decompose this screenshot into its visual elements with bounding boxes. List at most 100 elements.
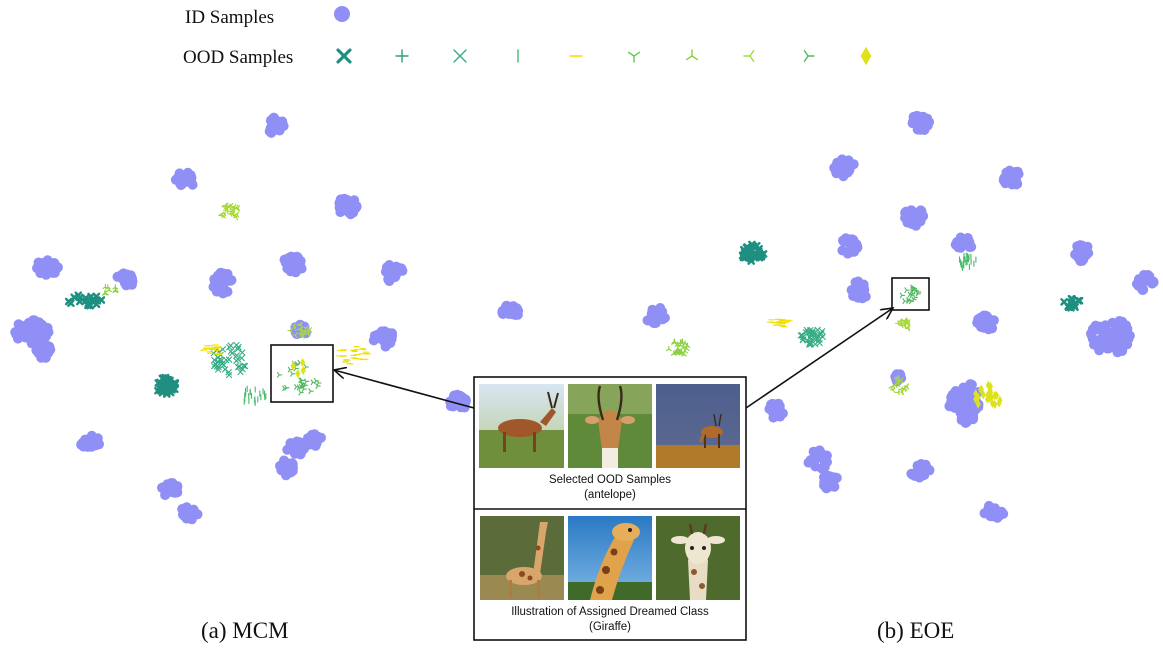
tri-up-icon xyxy=(674,341,681,347)
x-icon xyxy=(810,330,818,337)
x-icon xyxy=(221,366,229,373)
tri-up-icon xyxy=(685,49,699,61)
legend: ID Samples OOD Samples xyxy=(183,6,872,68)
id-cluster xyxy=(282,436,310,460)
caption-eoe: (b) EOE xyxy=(877,618,954,643)
inset-bottom-caption-line1: Illustration of Assigned Dreamed Class xyxy=(511,606,709,618)
ood-cluster xyxy=(665,338,691,357)
x-icon xyxy=(229,350,236,357)
x-icon xyxy=(215,366,222,373)
id-cluster xyxy=(900,205,929,231)
id-cluster xyxy=(368,326,398,352)
antelope-sunset-image xyxy=(656,384,740,468)
tri-right-icon xyxy=(803,49,815,63)
ood-cluster xyxy=(336,346,371,365)
id-cluster xyxy=(157,478,183,501)
zoom-box-eoe xyxy=(891,277,930,311)
tri-left-icon xyxy=(303,324,310,331)
tri-left-icon xyxy=(890,383,896,390)
x-icon xyxy=(812,341,819,348)
id-cluster xyxy=(764,398,788,423)
tri-left-icon xyxy=(898,389,904,395)
tri-right-icon xyxy=(902,298,908,304)
inset-panel: Selected OOD Samples (antelope) xyxy=(473,376,747,641)
tri-left-icon xyxy=(304,330,310,337)
tri-right-icon xyxy=(315,383,321,389)
tri-right-icon xyxy=(304,378,310,385)
thick-x-icon xyxy=(162,390,171,398)
ood-cluster xyxy=(738,240,768,265)
tri-up-icon xyxy=(665,345,672,352)
tri-left-icon xyxy=(743,49,755,63)
ood-cluster xyxy=(766,318,793,328)
ood-cluster xyxy=(64,291,106,310)
id-cluster xyxy=(1070,240,1094,267)
x-icon xyxy=(806,340,813,347)
thick-x-icon xyxy=(336,48,352,64)
tri-left-icon xyxy=(225,203,232,210)
tri-up-icon xyxy=(677,339,684,345)
tri-left-icon xyxy=(221,203,227,210)
tri-left-icon xyxy=(893,376,900,382)
id-cluster xyxy=(906,459,935,483)
ood-cluster xyxy=(895,317,911,332)
x-icon xyxy=(813,335,821,343)
diamond-icon xyxy=(978,384,984,394)
id-cluster xyxy=(10,315,54,349)
id-cluster xyxy=(275,455,298,481)
id-cluster xyxy=(950,232,977,253)
ood-cluster xyxy=(888,374,909,396)
x-icon xyxy=(233,352,240,359)
ood-cluster xyxy=(797,326,826,348)
tri-up-icon xyxy=(106,286,112,293)
diamond-icon xyxy=(300,366,306,376)
ood-cluster xyxy=(101,283,119,296)
x-icon xyxy=(233,341,240,349)
x-icon xyxy=(240,362,247,369)
tri-right-icon xyxy=(912,294,918,301)
ood-cluster xyxy=(1060,294,1084,312)
ood-cluster xyxy=(973,380,1003,409)
tri-left-icon xyxy=(223,207,229,214)
tri-left-icon xyxy=(290,322,297,329)
tri-right-icon xyxy=(276,372,283,378)
tri-right-icon xyxy=(294,384,300,390)
ood-cluster xyxy=(154,373,180,398)
arrow-to-eoe-box xyxy=(745,308,893,409)
tri-left-icon xyxy=(229,210,235,217)
id-cluster xyxy=(846,276,871,304)
inset-top-caption-line2: (antelope) xyxy=(584,489,636,501)
id-cluster xyxy=(907,110,935,135)
tri-up-icon xyxy=(671,339,677,345)
tri-right-icon xyxy=(899,292,906,299)
tri-down-icon xyxy=(627,51,641,63)
caption-mcm: (a) MCM xyxy=(201,618,289,643)
diamond-icon xyxy=(295,369,301,379)
x-icon xyxy=(819,333,826,341)
giraffe-sky-image xyxy=(568,516,652,600)
inset-top-caption-line1: Selected OOD Samples xyxy=(549,474,671,486)
x-icon xyxy=(215,359,222,366)
diamond-icon xyxy=(980,390,986,400)
x-icon xyxy=(453,49,467,63)
tri-right-icon xyxy=(915,290,921,297)
tri-left-icon xyxy=(296,326,303,333)
id-cluster xyxy=(264,112,289,138)
tri-up-icon xyxy=(112,287,119,294)
diamond-icon xyxy=(987,381,993,391)
id-cluster xyxy=(31,340,56,363)
id-cluster xyxy=(302,429,326,451)
id-cluster xyxy=(972,310,999,335)
thick-x-icon xyxy=(1067,300,1076,309)
x-icon xyxy=(234,345,242,353)
x-icon xyxy=(233,357,240,364)
thick-x-icon xyxy=(1060,298,1068,306)
id-cluster xyxy=(979,500,1009,523)
scatter-plot xyxy=(10,110,1159,525)
diamond-icon xyxy=(992,391,998,401)
id-sample-marker-icon xyxy=(334,6,350,22)
ood-cluster xyxy=(200,344,224,356)
tri-up-icon xyxy=(682,348,688,354)
id-cluster xyxy=(112,268,138,291)
